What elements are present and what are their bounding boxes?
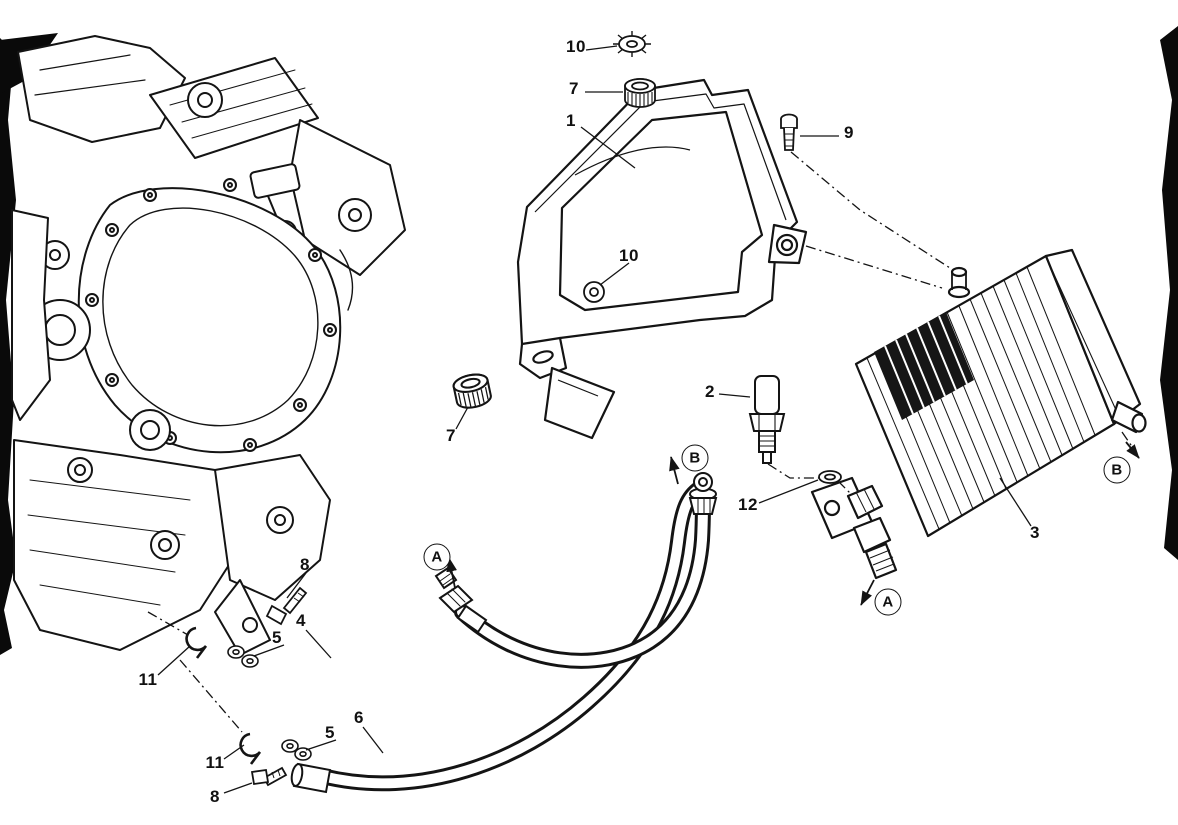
callout-5-upper: 5 (272, 628, 282, 647)
callout-10-mid: 10 (619, 246, 639, 265)
pressure-sensor (748, 375, 786, 464)
callout-1: 1 (566, 111, 576, 130)
callout-5-lower: 5 (325, 723, 335, 742)
arrow-a-right (860, 579, 875, 606)
callout-a-right: A (874, 588, 902, 616)
rubber-caps-and-grommets (452, 31, 656, 409)
bracket (516, 78, 808, 440)
flow-arrows (446, 441, 1140, 606)
callout-8-lower: 8 (210, 787, 220, 806)
leader-lines (157, 45, 1032, 794)
callout-10-top: 10 (566, 37, 586, 56)
knurled-cap-top (624, 78, 656, 108)
hose-clamp-hardware (185, 586, 312, 787)
callout-9: 9 (844, 123, 854, 142)
callout-7-top: 7 (569, 79, 579, 98)
arrow-b-mid (669, 456, 680, 485)
oil-hoses (290, 472, 718, 794)
cap-disc-top (613, 31, 651, 57)
callout-2: 2 (705, 382, 715, 401)
callout-12: 12 (738, 495, 758, 514)
engine-assembly (11, 35, 406, 656)
oil-cooler (810, 248, 1147, 580)
callout-6: 6 (354, 708, 364, 727)
knurled-cap-lower (452, 373, 492, 409)
callout-11-upper: 11 (138, 670, 158, 689)
callout-4: 4 (296, 611, 306, 630)
sealing-washer (818, 470, 842, 484)
arrow-a-left (446, 557, 457, 589)
callout-7-lower: 7 (446, 426, 456, 445)
callout-11-lower: 11 (205, 753, 225, 772)
callout-8-upper: 8 (300, 555, 310, 574)
callout-3: 3 (1030, 523, 1040, 542)
assembly-dash-lines (147, 151, 1134, 733)
callout-a-left: A (423, 543, 451, 571)
grommet-mid (583, 281, 605, 303)
arrow-b-right (1125, 441, 1140, 459)
callout-b-mid: B (681, 444, 709, 472)
callout-b-right: B (1103, 456, 1131, 484)
special-screw (780, 113, 798, 151)
